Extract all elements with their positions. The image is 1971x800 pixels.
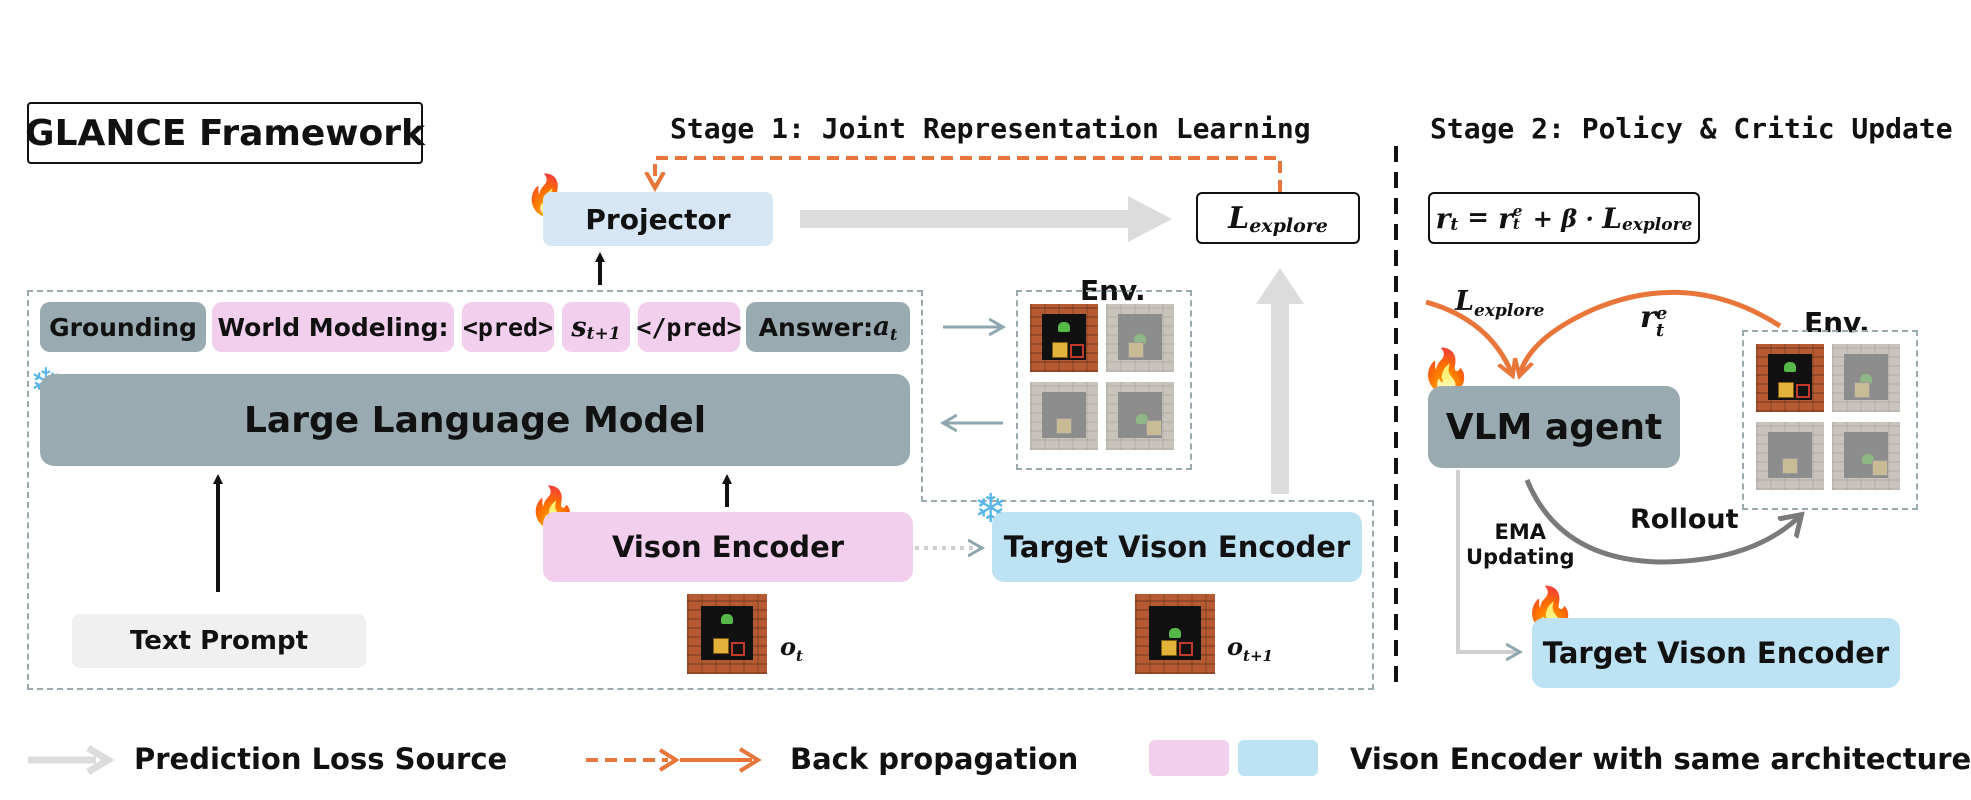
stage2-title: Stage 2: Policy & Critic Update (1430, 112, 1953, 145)
env-tile (1756, 422, 1824, 490)
answer-label: Answer: (758, 312, 874, 342)
token-grounding: Grounding (40, 302, 206, 352)
arrow-rollout (1524, 479, 1800, 565)
env-tile (1030, 304, 1098, 372)
obs-t1-label: ot+1 (1227, 632, 1273, 665)
env-tile (1832, 422, 1900, 490)
legend-grey-arrow (28, 744, 115, 776)
legend-blue-swatch (1238, 740, 1318, 776)
obs-t-label: ot (780, 632, 803, 665)
legend-prediction-loss: Prediction Loss Source (134, 742, 508, 776)
text-prompt: Text Prompt (72, 614, 366, 668)
token-pred-open: <pred> (462, 302, 554, 352)
answer-var: a (873, 312, 890, 342)
arrow-loss-to-agent (1425, 299, 1512, 374)
model-region-step (921, 290, 925, 502)
observation-image-t1 (1135, 594, 1215, 674)
env-tile (1756, 344, 1824, 412)
framework-title: GLANCE Framework (25, 102, 425, 164)
backprop-dashed-arrow (655, 156, 1282, 192)
prediction-arrow-projector-to-loss (800, 196, 1172, 242)
env-grid-stage1 (1016, 290, 1192, 470)
legend-backprop-arrow (586, 747, 762, 773)
projector: Projector (543, 192, 773, 246)
env-tile (1832, 344, 1900, 412)
large-language-model: Large Language Model (40, 374, 910, 466)
token-world-modeling: World Modeling: (212, 302, 454, 352)
env-tile (1106, 382, 1174, 450)
env-grid-stage2 (1742, 330, 1918, 510)
observation-image-t (687, 594, 767, 674)
state-symbol: s (571, 311, 587, 343)
legend-pink-swatch (1149, 740, 1229, 776)
vision-encoder: Vison Encoder (543, 512, 913, 582)
loss-subscript: explore (1249, 215, 1328, 237)
model-region-left (27, 290, 923, 690)
env-tile (1030, 382, 1098, 450)
stage1-title: Stage 1: Joint Representation Learning (670, 112, 1311, 145)
loss-symbol: L (1228, 200, 1250, 236)
state-subscript: t+1 (586, 324, 621, 344)
vlm-agent: VLM agent (1428, 386, 1680, 468)
env-tile (1106, 304, 1174, 372)
rollout-label: Rollout (1630, 504, 1739, 535)
legend-same-architecture: Vison Encoder with same architecture (1350, 742, 1971, 776)
token-pred-close: </pred> (636, 302, 742, 352)
stage2-target-vision-encoder: Target Vison Encoder (1532, 618, 1900, 688)
env-label-stage2: Env. (1804, 306, 1870, 339)
stage2-loss-label: Lexplore (1455, 286, 1545, 321)
model-region-ledge (921, 500, 1374, 504)
answer-var-sub: t (889, 324, 898, 344)
prediction-arrow-target-to-loss (1256, 268, 1304, 494)
arrow-ema-updating (1456, 470, 1520, 652)
model-region-bottom (27, 500, 1374, 690)
arrow-reward-to-agent (1520, 289, 1782, 374)
legend-back-propagation: Back propagation (790, 742, 1079, 776)
ema-updating-label: EMA Updating (1466, 520, 1575, 570)
target-vision-encoder: Target Vison Encoder (992, 512, 1362, 582)
